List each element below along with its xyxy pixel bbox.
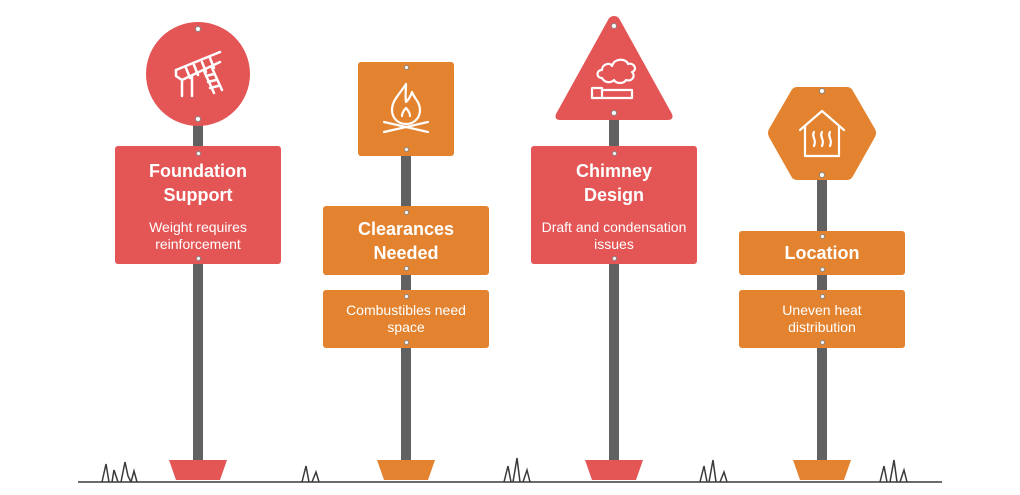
staircase-icon	[174, 50, 224, 98]
sign-description: Combustibles need space	[346, 302, 466, 335]
sign-description: Draft and condensation issues	[541, 219, 687, 252]
grass-icon	[101, 461, 138, 483]
bolt-hole	[403, 294, 409, 299]
sign-description-panel: Combustibles need space	[323, 290, 489, 348]
bolt-hole	[403, 147, 409, 152]
bolt-hole	[403, 65, 409, 70]
sign-panel: Chimney Design Draft and condensation is…	[531, 146, 697, 264]
bolt-hole	[611, 256, 617, 261]
grass-icon	[699, 459, 728, 483]
grass-icon	[503, 457, 531, 483]
sign-description-panel: Uneven heat distribution	[739, 290, 905, 348]
pole-base	[377, 460, 435, 480]
bolt-hole	[403, 210, 409, 215]
pole	[193, 120, 203, 460]
chimney-smoke-icon	[590, 58, 637, 100]
bolt-hole	[403, 266, 409, 271]
grass-icon	[301, 465, 320, 483]
sign-title: Clearances Needed	[357, 218, 455, 263]
pole-base	[793, 460, 851, 480]
grass-icon	[879, 459, 908, 483]
bolt-hole	[403, 340, 409, 345]
sign-title: Location	[784, 243, 860, 263]
pole	[609, 110, 619, 460]
bolt-hole	[819, 267, 825, 272]
sign-title: Foundation Support	[149, 161, 247, 205]
bolt-hole	[819, 340, 825, 345]
bolt-hole	[195, 151, 201, 156]
house-heat-icon	[798, 109, 846, 158]
sign-description: Weight requires reinforcement	[149, 219, 247, 252]
pole-base	[585, 460, 643, 480]
triangle-sign	[555, 16, 673, 120]
bolt-hole	[819, 234, 825, 239]
sign-panel: Foundation Support Weight requires reinf…	[115, 146, 281, 264]
sign-title-panel: Clearances Needed	[323, 206, 489, 275]
sign-description: Uneven heat distribution	[782, 302, 862, 335]
bolt-hole	[819, 294, 825, 299]
pole-base	[169, 460, 227, 480]
bolt-hole	[611, 151, 617, 156]
sign-title: Chimney Design	[575, 161, 653, 205]
bolt-hole	[195, 256, 201, 261]
flame-icon	[382, 82, 430, 134]
